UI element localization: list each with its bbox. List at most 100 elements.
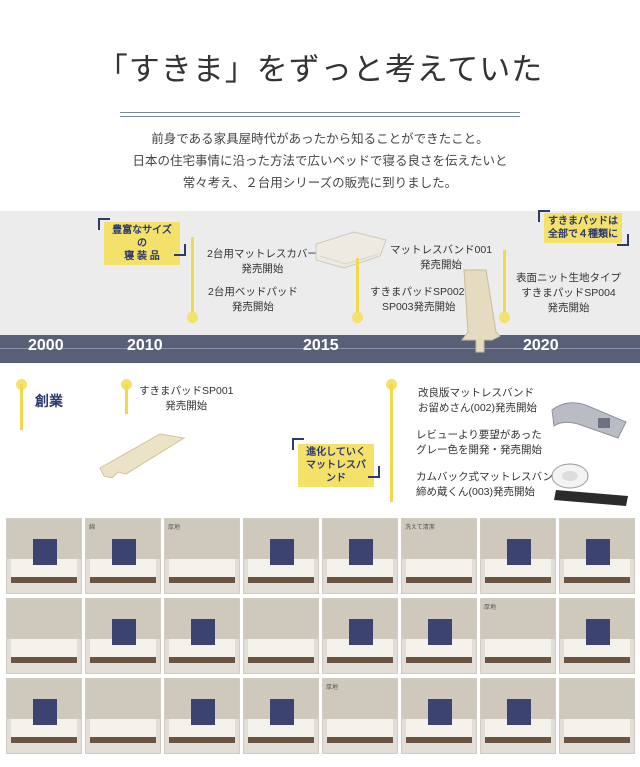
product-thumbnail[interactable] — [243, 518, 319, 594]
tag-bands: 進化していく マットレスバンド — [298, 444, 374, 487]
thumbnail-badge — [507, 699, 531, 725]
event-line — [125, 384, 128, 414]
thumbnail-badge — [270, 539, 294, 565]
thumbnail-badge — [191, 699, 215, 725]
product-thumbnail[interactable] — [559, 518, 635, 594]
product-thumbnail[interactable]: 洗えて清潔 — [401, 518, 477, 594]
intro-text: 前身である家具屋時代があったから知ることができたこと。 日本の住宅事情に沿った方… — [60, 128, 580, 194]
thumbnail-wall — [86, 679, 160, 719]
event-sp004: 表面ニット生地タイプ すきまパッドSP004 発売開始 — [516, 271, 621, 316]
product-thumbnail[interactable] — [480, 518, 556, 594]
event-text: 発売開始 — [547, 302, 590, 314]
year-2015: 2015 — [303, 337, 339, 354]
thumbnail-badge — [428, 699, 452, 725]
timeline-axis — [0, 335, 640, 363]
event-band001: マットレスバンド001 発売開始 — [390, 243, 492, 273]
tag-pads: すきまパッドは 全部で４種類に — [544, 213, 622, 243]
event-text: すきまパッドSP004 — [521, 287, 616, 299]
year-2020: 2020 — [523, 337, 559, 354]
title-rule-bottom — [120, 116, 520, 117]
tag-line: 進化していく — [306, 447, 366, 458]
thumbnail-bed — [406, 639, 472, 663]
mattress-cover-image — [315, 231, 387, 269]
event-line — [356, 258, 359, 314]
thumbnail-bed — [248, 639, 314, 663]
tag-bedding: 豊富なサイズの 寝 装 品 — [104, 222, 180, 265]
title-rule-top — [120, 112, 520, 113]
tag-line: 寝 装 品 — [124, 251, 160, 262]
thumbnail-label: 洗えて清潔 — [405, 525, 435, 531]
thumbnail-wall — [7, 599, 81, 639]
intro-line: 日本の住宅事情に沿った方法で広いベッドで寝る良さを伝えたいと — [132, 153, 508, 168]
product-thumbnail[interactable] — [6, 598, 82, 674]
product-thumbnail[interactable] — [85, 598, 161, 674]
thumbnail-badge — [112, 539, 136, 565]
product-thumbnail[interactable]: 厚地 — [164, 518, 240, 594]
product-thumbnail[interactable] — [559, 598, 635, 674]
event-band003: カムバック式マットレスバンド 締め蔵くん(003)発売開始 — [416, 470, 564, 500]
thumbnail-badge — [428, 619, 452, 645]
thumbnail-label: 厚地 — [168, 525, 181, 531]
product-thumbnail[interactable]: 厚地 — [480, 598, 556, 674]
page-title: 「すきま」をずっと考えていた — [96, 52, 544, 88]
event-dot — [352, 312, 363, 323]
event-text: 締め蔵くん(003)発売開始 — [416, 486, 536, 498]
product-thumbnail[interactable] — [322, 598, 398, 674]
thumbnail-badge — [33, 539, 57, 565]
event-cover: 2台用マットレスカバー 発売開始 — [207, 247, 318, 277]
event-text: 発売開始 — [231, 301, 274, 313]
product-thumbnail[interactable] — [243, 678, 319, 754]
intro-line: 前身である家具屋時代があったから知ることができたこと。 — [151, 131, 489, 146]
event-dot — [499, 312, 510, 323]
thumbnail-bed — [406, 559, 472, 583]
thumbnail-bed — [90, 719, 156, 743]
product-thumbnail[interactable]: 綿 — [85, 518, 161, 594]
tag-corner — [98, 218, 110, 230]
gap-pad-image — [461, 269, 501, 353]
thumbnail-bed — [11, 639, 77, 663]
product-thumbnail[interactable] — [322, 518, 398, 594]
product-thumbnail[interactable] — [6, 518, 82, 594]
product-thumbnail[interactable] — [559, 678, 635, 754]
event-line — [191, 237, 194, 317]
event-line — [20, 384, 23, 430]
event-sp002: すきまパッドSP002, SP003発売開始 — [370, 285, 467, 315]
thumbnail-badge — [349, 539, 373, 565]
product-thumbnail[interactable] — [401, 678, 477, 754]
product-thumbnail[interactable] — [480, 678, 556, 754]
product-thumbnail[interactable] — [6, 678, 82, 754]
product-thumbnail[interactable] — [164, 598, 240, 674]
thumbnail-wall — [165, 519, 239, 559]
event-text: 2台用ベッドパッド — [208, 286, 298, 298]
tag-line: 豊富なサイズの — [112, 225, 172, 249]
product-thumbnail[interactable] — [85, 678, 161, 754]
thumbnail-label: 厚地 — [326, 685, 339, 691]
thumbnail-badge — [507, 539, 531, 565]
sp001-pad-image — [99, 433, 186, 479]
product-thumbnail[interactable] — [401, 598, 477, 674]
thumbnail-wall — [323, 679, 397, 719]
thumbnail-wall — [481, 599, 555, 639]
timeline-axis-line — [0, 348, 640, 349]
intro-line: 常々考え、２台用シリーズの販売に到りました。 — [182, 175, 458, 190]
tag-corner — [617, 234, 629, 246]
event-text: レビューより要望があった — [416, 429, 542, 441]
product-thumbnail[interactable] — [243, 598, 319, 674]
event-text: 改良版マットレスバンド — [418, 387, 535, 399]
product-thumbnail[interactable]: 厚地 — [322, 678, 398, 754]
thumbnail-wall — [244, 599, 318, 639]
event-text: お留めさん(002)発売開始 — [418, 402, 538, 414]
event-text: SP003発売開始 — [381, 301, 456, 313]
founding-label: 創業 — [35, 393, 63, 409]
year-2010: 2010 — [127, 337, 163, 354]
thumbnail-bed — [169, 559, 235, 583]
thumbnail-wall — [402, 519, 476, 559]
tag-corner — [368, 466, 380, 478]
thumbnail-badge — [112, 619, 136, 645]
event-text: カムバック式マットレスバンド — [416, 471, 564, 483]
event-text: 発売開始 — [165, 400, 208, 412]
tag-line: マットレスバンド — [306, 460, 366, 484]
event-grey: レビューより要望があった グレー色を開発・発売開始 — [416, 428, 542, 458]
product-thumbnail[interactable] — [164, 678, 240, 754]
event-text: 2台用マットレスカバー — [207, 248, 318, 260]
